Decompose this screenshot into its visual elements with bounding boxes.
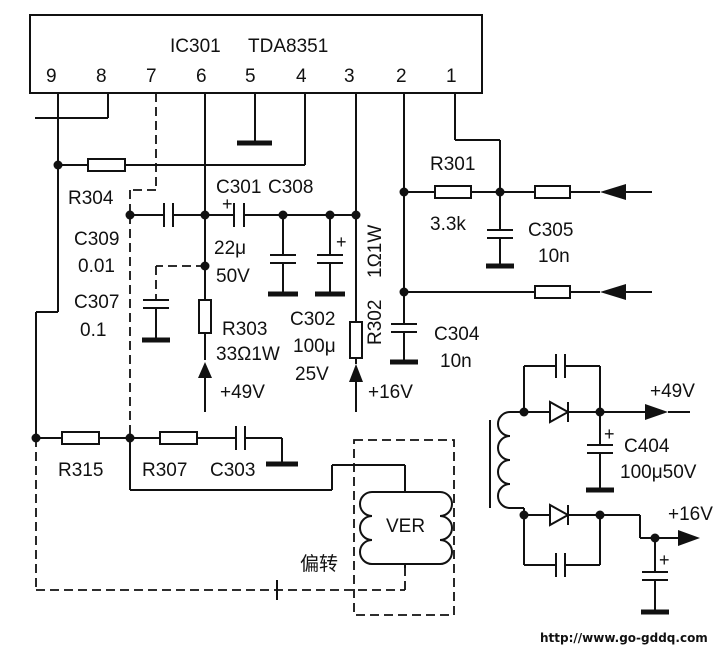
c308-value-2: 50V: [216, 266, 250, 287]
junction-c302: [325, 210, 335, 220]
ic-ref-label: IC301: [170, 36, 221, 57]
r303-value: 33Ω1W: [216, 344, 280, 365]
r303-label: R303: [222, 319, 267, 340]
capacitor-16v-filter: [641, 538, 669, 615]
arrow-16v-out: [678, 530, 700, 546]
junction-r301-right: [495, 187, 505, 197]
r301-value: 3.3k: [430, 214, 466, 235]
resistor-input-bottom: [534, 285, 571, 299]
ic-part-label: TDA8351: [248, 36, 328, 57]
resistor-r301: [434, 185, 472, 199]
junction-c308: [278, 210, 288, 220]
ic-pin-6: 6: [196, 66, 207, 87]
resistor-input-top: [534, 185, 571, 199]
capacitor-c301: [205, 203, 356, 227]
junction-rect16-right: [595, 510, 605, 520]
resistor-r315: [61, 431, 100, 445]
junction-rect16-left: [519, 510, 529, 520]
c307-label: C307: [74, 292, 119, 313]
coil-ver: [359, 485, 453, 568]
r302-value: 1Ω1W: [365, 225, 386, 278]
capacitor-c307: [142, 265, 205, 343]
c301-label: C301: [216, 177, 261, 198]
junction-r307-left: [125, 433, 135, 443]
supply-49v-out-label: +49V: [650, 381, 695, 402]
c301-plus: +: [222, 194, 233, 214]
junction-r304-left: [53, 160, 63, 170]
wires-pin7-dashed: [129, 93, 157, 438]
c304-label: C304: [434, 324, 480, 345]
resistor-r303: [198, 299, 212, 334]
filter-cap-plus: +: [659, 550, 670, 570]
ic-pin-2: 2: [396, 66, 407, 87]
c404-value: 100μ50V: [620, 462, 697, 483]
c302-value-1: 100μ: [293, 336, 336, 357]
c404-plus: +: [604, 424, 615, 444]
r315-label: R315: [58, 460, 103, 481]
arrow-49v-out: [645, 404, 668, 420]
c302-value-2: 25V: [295, 364, 329, 385]
ic-pin-5: 5: [245, 66, 256, 87]
r302-label: R302: [365, 300, 386, 345]
wires-return-dashed: [35, 438, 406, 600]
ic-pin-8: 8: [96, 66, 107, 87]
capacitor-c308: [268, 215, 298, 297]
yoke-box: [353, 439, 455, 616]
wires-pin2: [390, 93, 418, 365]
c302-plus: +: [336, 232, 347, 252]
capacitor-c302: [315, 215, 345, 297]
ic-pin-3: 3: [344, 66, 355, 87]
arrow-16v-in: [349, 364, 363, 382]
arrow-input-top: [600, 184, 626, 200]
c303-label: C303: [210, 460, 255, 481]
transformer: [489, 411, 524, 509]
c307-value: 0.1: [80, 320, 106, 341]
c309-label: C309: [74, 229, 119, 250]
ic-pin-9: 9: [46, 66, 57, 87]
c305-label: C305: [528, 220, 573, 241]
watermark: http://www.go-gddq.com: [540, 631, 708, 645]
c302-label: C302: [290, 309, 335, 330]
c305-value: 10n: [538, 246, 570, 267]
wires-pin9-pin8: [35, 93, 306, 313]
ic-pin-1: 1: [446, 66, 457, 87]
c404-label: C404: [624, 436, 670, 457]
supply-16v-out-label: +16V: [668, 504, 713, 525]
rectifier-49v: [523, 354, 645, 424]
coil-ver-label: VER: [386, 516, 425, 537]
supply-16v-label: +16V: [368, 382, 413, 403]
r304-label: R304: [68, 188, 114, 209]
supply-49v-label: +49V: [220, 382, 265, 403]
r307-label: R307: [142, 460, 187, 481]
c308-value-1: 22μ: [214, 238, 246, 259]
resistor-r304: [87, 158, 126, 172]
ground-pin5: [237, 93, 272, 146]
c309-value: 0.01: [78, 256, 115, 277]
resistor-r307: [159, 431, 198, 445]
junction-pin3: [351, 210, 361, 220]
arrow-input-bottom: [600, 284, 626, 300]
c304-value: 10n: [440, 351, 472, 372]
resistor-r302: [349, 321, 363, 359]
capacitor-c309: [130, 203, 205, 227]
arrow-49v-in: [198, 362, 212, 378]
c308-label: C308: [268, 177, 313, 198]
r301-label: R301: [430, 154, 475, 175]
capacitor-c404: [586, 412, 614, 493]
ic-pin-7: 7: [146, 66, 157, 87]
yoke-label: 偏转: [300, 553, 338, 575]
ic-pin-4: 4: [296, 66, 307, 87]
junction-rect49-left: [519, 407, 529, 417]
